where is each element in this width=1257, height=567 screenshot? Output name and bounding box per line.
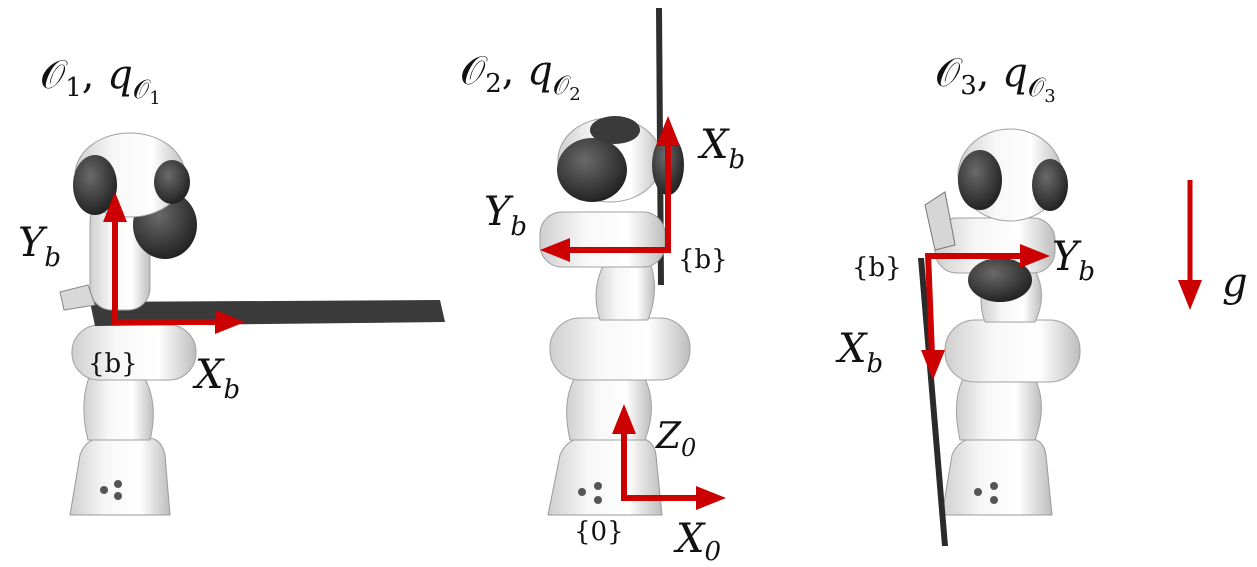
- title-index: 1: [65, 73, 82, 103]
- title-q: q: [527, 48, 553, 94]
- arrowhead-yb-1: [103, 192, 127, 222]
- frame-0: Z0 X0 {0}: [574, 404, 726, 567]
- frame-b-1: Yb Xb {b}: [18, 192, 245, 405]
- arrowhead-xb-3: [921, 350, 945, 380]
- svg-text:𝒪1, q𝒪1: 𝒪1, q𝒪1: [40, 52, 161, 109]
- panel-2: 𝒪2, q𝒪2 X: [460, 8, 745, 567]
- frame-b-3: Yb Xb {b}: [835, 234, 1095, 380]
- svg-text:𝒪3, q𝒪3: 𝒪3, q𝒪3: [935, 50, 1056, 107]
- panel-1-title: 𝒪1, q𝒪1: [40, 52, 161, 109]
- robot-arm-3: [918, 128, 1081, 546]
- axis-label-xb-3: Xb: [835, 326, 883, 379]
- robot-arm-2: [539, 8, 691, 516]
- arrowhead-z0: [612, 404, 636, 434]
- robot-arm-1: [59, 132, 445, 516]
- title-index: 2: [485, 69, 502, 99]
- title-q-subsub: 1: [149, 88, 160, 109]
- axis-label-xb-1: Xb: [192, 352, 240, 405]
- title-symbol: 𝒪: [460, 48, 488, 94]
- title-q: q: [1002, 50, 1028, 96]
- title-symbol: 𝒪: [935, 50, 963, 96]
- axis-label-z0: Z0: [655, 416, 696, 462]
- title-q-sub: 𝒪: [553, 71, 571, 101]
- arrowhead-yb-2: [540, 238, 570, 262]
- frame-name-b-1: {b}: [88, 349, 138, 379]
- title-q-subsub: 2: [569, 84, 580, 105]
- svg-text:𝒪2, q𝒪2: 𝒪2, q𝒪2: [460, 48, 581, 105]
- axis-arrow-xb-3: [925, 252, 935, 356]
- title-symbol: 𝒪: [40, 52, 68, 98]
- frame-name-b-3: {b}: [852, 253, 902, 283]
- arrowhead-xb-2: [656, 116, 680, 146]
- title-q: q: [107, 52, 133, 98]
- object-plate-3: [918, 258, 948, 546]
- panel-1: 𝒪1, q𝒪1: [18, 52, 445, 516]
- panel-2-title: 𝒪2, q𝒪2: [460, 48, 581, 105]
- frame-name-0: {0}: [574, 517, 624, 547]
- arrowhead-xb-1: [215, 310, 245, 334]
- title-q-sub: 𝒪: [133, 75, 151, 105]
- axis-label-yb-1: Yb: [18, 220, 61, 273]
- axis-label-xb-2: Xb: [697, 122, 745, 175]
- gravity-indicator: g: [1178, 180, 1248, 310]
- title-q-sub: 𝒪: [1028, 73, 1046, 103]
- frame-b-2: Xb Yb {b}: [484, 116, 745, 275]
- title-q-subsub: 3: [1044, 86, 1055, 107]
- gravity-label: g: [1222, 260, 1248, 306]
- arrowhead-yb-3: [1020, 244, 1050, 268]
- panel-3-title: 𝒪3, q𝒪3: [935, 50, 1056, 107]
- title-index: 3: [960, 71, 977, 101]
- axis-label-yb-2: Yb: [484, 189, 527, 242]
- gravity-arrowhead: [1178, 280, 1202, 310]
- arrowhead-x0: [696, 486, 726, 510]
- panel-3: 𝒪3, q𝒪3: [835, 50, 1248, 546]
- frame-name-b-2: {b}: [678, 245, 728, 275]
- axis-label-yb-3: Yb: [1052, 234, 1095, 287]
- axis-label-x0: X0: [673, 516, 721, 567]
